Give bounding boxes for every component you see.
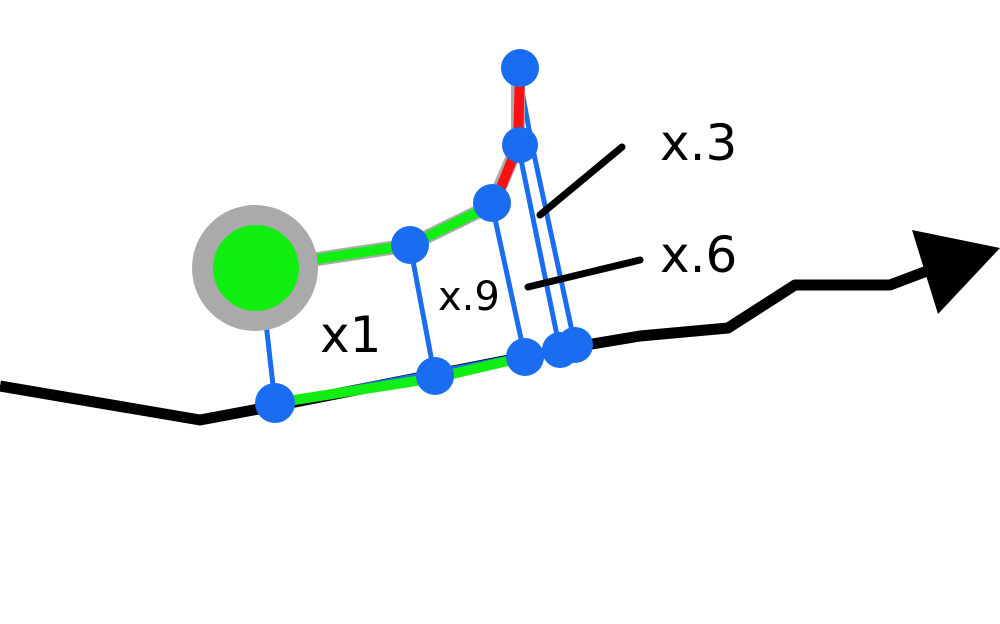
joint <box>506 338 544 376</box>
frame-post-4a <box>515 142 563 353</box>
frame-post-4b <box>529 142 578 348</box>
frame-post-2 <box>407 242 438 381</box>
green-lower-chain <box>270 352 530 408</box>
frame-post-3 <box>489 202 528 360</box>
joint <box>501 49 539 87</box>
joint <box>502 127 538 163</box>
label-x03: x.3 <box>660 114 737 172</box>
joint <box>255 383 295 423</box>
joint <box>391 226 429 264</box>
label-x06: x.6 <box>660 226 737 284</box>
leader-x6 <box>524 256 644 291</box>
joint <box>416 357 454 395</box>
joint <box>557 327 593 363</box>
head-circle <box>213 225 299 311</box>
joint <box>473 184 511 222</box>
label-x1: x1 <box>320 306 381 364</box>
leader-x3 <box>536 143 626 219</box>
arrow-right-icon <box>912 230 1000 314</box>
joints <box>255 49 593 423</box>
ground-path <box>0 262 937 426</box>
label-x09: x.9 <box>438 274 500 320</box>
